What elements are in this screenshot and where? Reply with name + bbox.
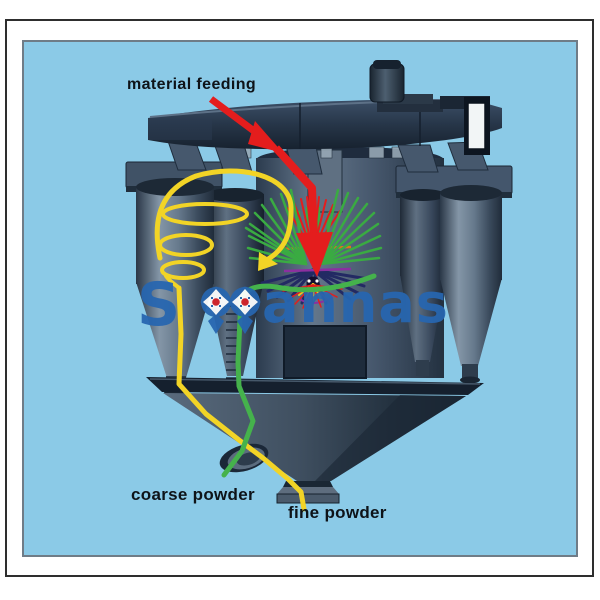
classifier-machine: [125, 60, 513, 504]
cyclone-left-rear: [206, 188, 264, 376]
green-fan-right: [318, 188, 383, 266]
yellow-arrowhead-icon: [258, 252, 278, 271]
material-feeding-label: material feeding: [127, 76, 257, 93]
red-arrowhead-main-icon: [296, 232, 333, 277]
drive-motor: [369, 60, 443, 112]
side-bracket: [440, 96, 490, 155]
feed-arrow: [208, 96, 333, 277]
watermark: S annas: [137, 270, 449, 340]
fine-powder-path: [154, 168, 307, 512]
red-arrowhead-mid-icon: [248, 121, 283, 153]
access-door: [283, 325, 367, 379]
watermark-suffix: annas: [262, 272, 449, 335]
rotor-dispersion-lines: [244, 188, 383, 310]
watermark-prefix: S: [137, 270, 180, 340]
purple-arc: [298, 296, 334, 304]
collector-cone: [146, 377, 484, 504]
fine-powder-label: fine powder: [288, 503, 387, 522]
outer-frame: [5, 19, 594, 577]
cyclone-right-rear: [400, 189, 446, 376]
coarse-powder-label: coarse powder: [131, 485, 255, 504]
cyclone-right-front: [440, 185, 502, 384]
